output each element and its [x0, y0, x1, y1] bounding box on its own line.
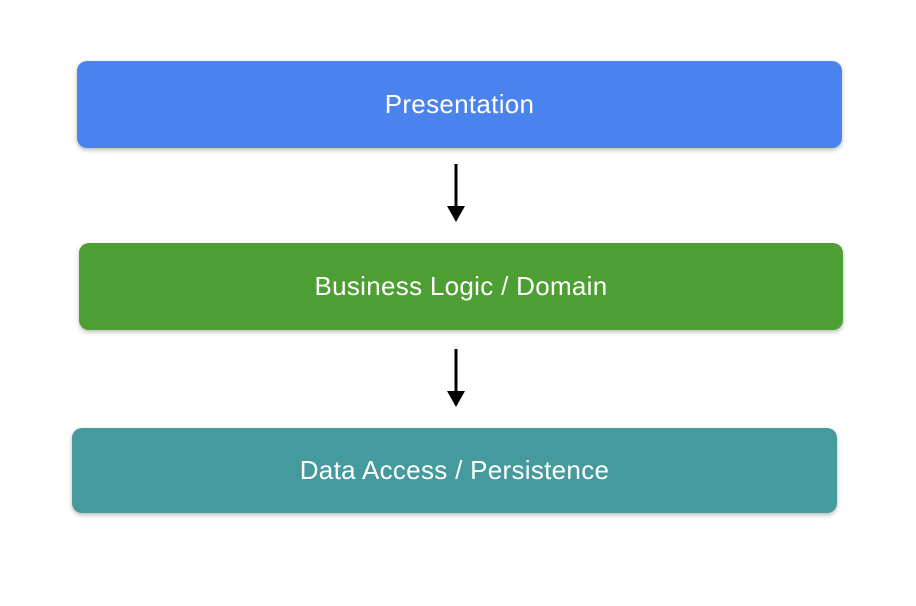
layer-business-logic-label: Business Logic / Domain [314, 271, 608, 301]
layer-business-logic-box: Business Logic / Domain [79, 243, 843, 330]
layer-presentation-label: Presentation [384, 89, 535, 119]
layer-data-access-box: Data Access / Persistence [72, 428, 837, 513]
layer-presentation-box: Presentation [77, 61, 842, 148]
arrow-presentation-to-business-icon [447, 164, 465, 222]
layer-data-access-label: Data Access / Persistence [299, 455, 610, 485]
arrow-business-to-data-icon [447, 349, 465, 407]
